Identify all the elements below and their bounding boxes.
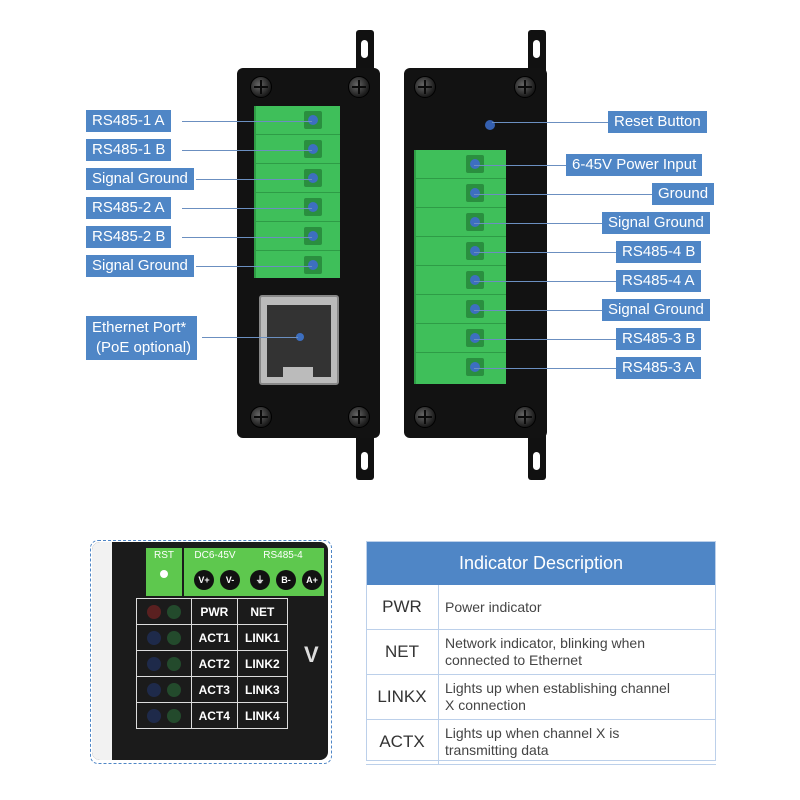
label-signal-ground-right-1: Signal Ground [602,212,710,234]
led-icon [167,682,181,697]
indicator-key: LINKX [366,674,439,720]
indicator-row: LINKX Lights up when establishing channe… [366,674,716,720]
led-icon [147,604,161,619]
label-rs485-2-b: RS485-2 B [86,226,172,248]
indicator-desc-line: connected to Ethernet [445,652,582,668]
ethernet-line2: (PoE optional) [96,339,192,356]
screw-icon [414,406,436,428]
led-icon [167,604,181,619]
led-label: LINK2 [236,650,289,677]
screw-icon [514,76,536,98]
led-label: NET [236,598,289,625]
label-rs485-3-a: RS485-3 A [616,357,701,379]
label-signal-ground-1: Signal Ground [86,168,194,190]
screw-icon [414,76,436,98]
terminal-block-left [254,106,340,278]
reset-button-icon [485,120,495,130]
rst-hole-icon [160,570,168,578]
indicator-title: Indicator Description [366,541,716,585]
led-panel: RST DC6-45V RS485-4 V+ V- ⏚ B- A+ PWR NE… [92,542,328,760]
indicator-key: NET [366,629,439,675]
indicator-desc-line: X connection [445,697,526,713]
indicator-key: ACTX [366,719,439,765]
led-label: LINK3 [236,676,289,703]
rst-label: RST [154,550,174,561]
led-panel-frame [90,540,332,764]
indicator-row: PWR Power indicator [366,585,716,630]
ethernet-line1: Ethernet Port* [92,319,187,336]
led-label: LINK4 [236,702,289,729]
led-row: ACT1 LINK1 [136,624,289,651]
pin-vplus: V+ [194,570,214,590]
label-rs485-1-b: RS485-1 B [86,139,172,161]
label-reset-button: Reset Button [608,111,707,133]
label-rs485-2-a: RS485-2 A [86,197,171,219]
mount-bracket [356,430,374,480]
led-row: ACT4 LINK4 [136,702,289,729]
mount-bracket [356,30,374,80]
pin-vminus: V- [220,570,240,590]
led-row: ACT2 LINK2 [136,650,289,677]
screw-icon [348,76,370,98]
terminal-block-right [414,150,506,384]
rs485-4-label: RS485-4 [263,550,303,561]
label-rs485-4-a: RS485-4 A [616,270,701,292]
pin-bminus: B- [276,570,296,590]
mount-bracket [528,430,546,480]
label-rs485-3-b: RS485-3 B [616,328,702,350]
label-ground: Ground [652,183,715,205]
label-rs485-1-a: RS485-1 A [86,110,171,132]
led-label: ACT1 [191,624,238,651]
label-power-input: 6-45V Power Input [566,154,703,176]
led-label: ACT3 [191,676,238,703]
dc-label: DC6-45V [194,550,236,561]
led-row: ACT3 LINK3 [136,676,289,703]
led-icon [167,708,181,723]
mount-bracket [528,30,546,80]
screw-icon [250,406,272,428]
indicator-key: PWR [366,585,439,630]
label-signal-ground-right-2: Signal Ground [602,299,710,321]
led-grid: PWR NET ACT1 LINK1 ACT2 LINK2 ACT3 LINK3… [136,598,289,729]
screw-icon [250,76,272,98]
led-icon [167,630,181,645]
ethernet-marker-dot [296,333,304,341]
led-icon [147,656,161,671]
led-icon [147,630,161,645]
label-signal-ground-2: Signal Ground [86,255,194,277]
indicator-desc-line: Lights up when channel X is [445,725,620,741]
indicator-table: Indicator Description PWR Power indicato… [366,541,716,765]
label-ethernet-port: Ethernet Port* (PoE optional) [86,316,198,360]
led-label: PWR [191,598,238,625]
indicator-desc-line: Network indicator, blinking when [445,635,645,651]
led-row: PWR NET [136,598,289,625]
indicator-desc: Power indicator [438,585,716,630]
ground-icon: ⏚ [250,570,270,590]
indicator-desc-line: Lights up when establishing channel [445,680,670,696]
led-label: LINK1 [236,624,289,651]
indicator-desc-line: transmitting data [445,742,549,758]
led-icon [147,708,161,723]
pin-aplus: A+ [302,570,322,590]
led-icon [147,682,161,697]
led-label: ACT2 [191,650,238,677]
indicator-desc-line: Power indicator [445,598,542,615]
led-icon [167,656,181,671]
screw-icon [514,406,536,428]
screw-icon [348,406,370,428]
label-rs485-4-b: RS485-4 B [616,241,702,263]
led-label: ACT4 [191,702,238,729]
